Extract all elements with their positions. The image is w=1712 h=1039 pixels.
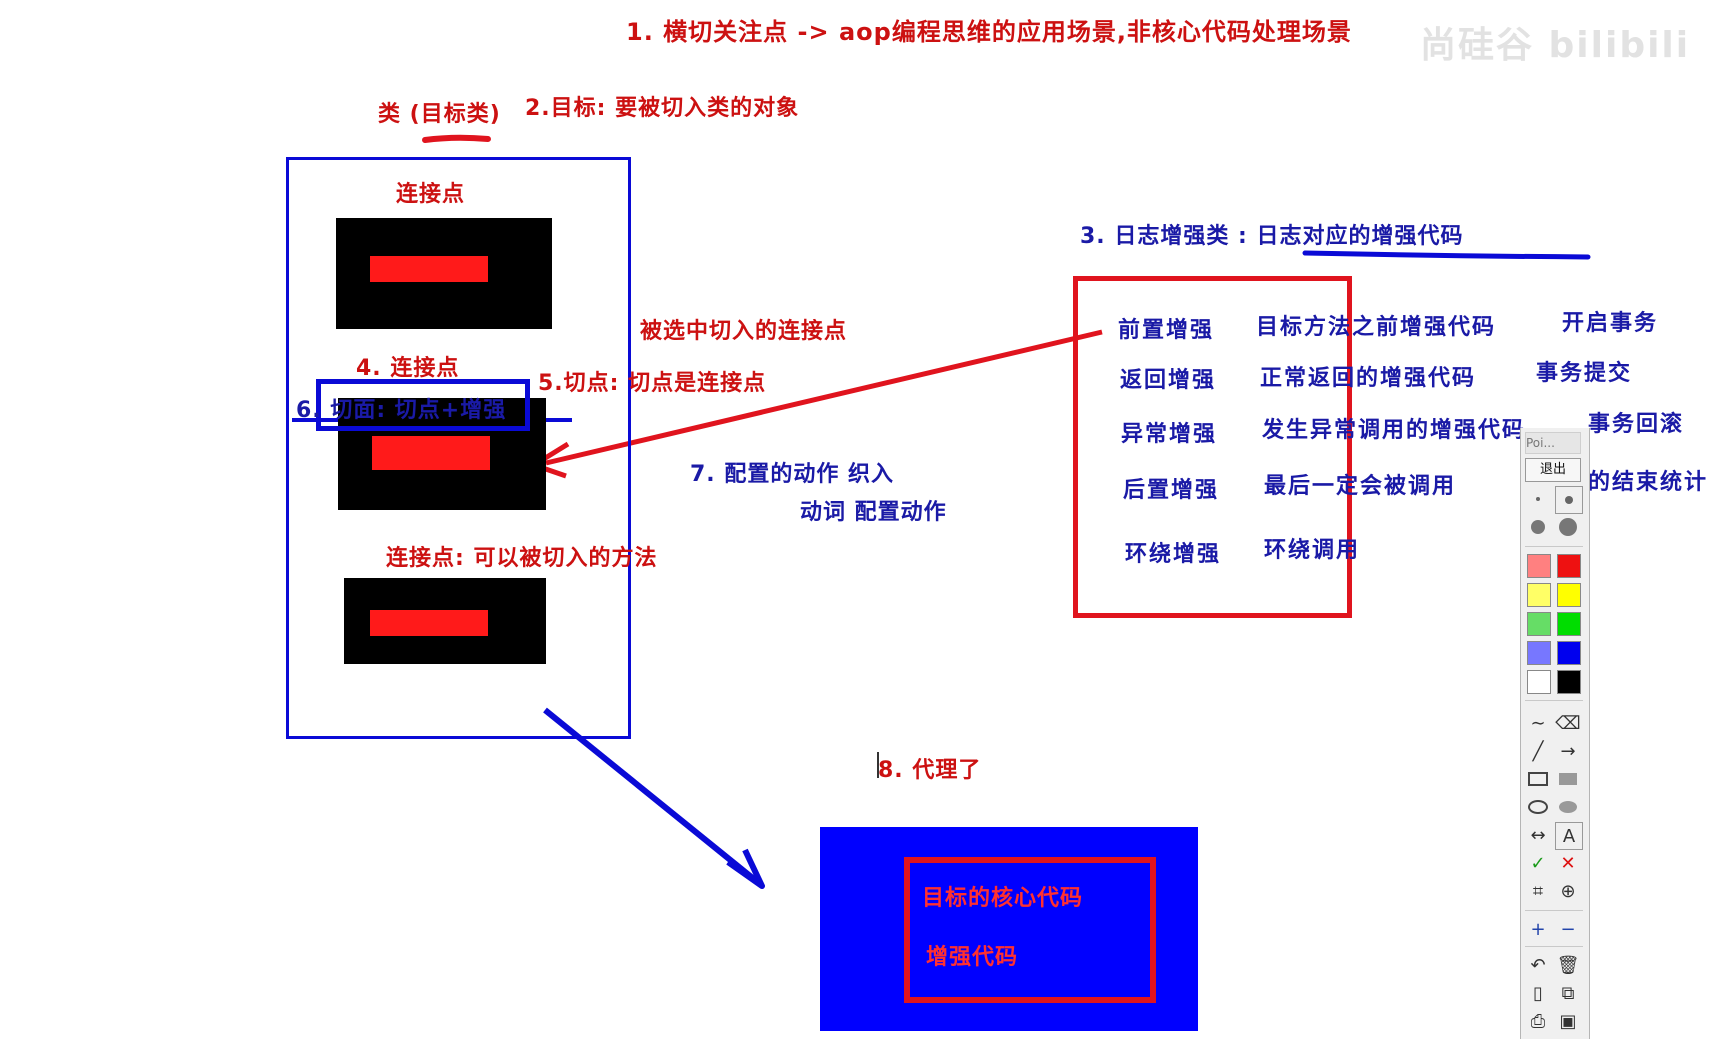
proxy-core-code: 目标的核心代码 [922, 886, 1084, 911]
method-bar [370, 256, 488, 282]
toolbar-separator [1525, 910, 1583, 911]
proxy-inner-box [904, 857, 1156, 1003]
proxy-arrow-line [543, 707, 762, 887]
annotation-toolbar: Poi... 退出 ∼ ⌫ ╱ → ↔ A ✓ ✕ ⌗ ⊕ + − ↶ 🗑 ▯ … [1520, 428, 1590, 1039]
selected-join-point-note: 被选中切入的连接点 [640, 319, 848, 344]
join-point-block-2 [338, 398, 546, 510]
advice-desc-after-throwing: 发生异常调用的增强代码 [1262, 418, 1527, 443]
advice-type-before: 前置增强 [1118, 318, 1215, 343]
target-class-box [286, 157, 631, 739]
aspect-box [316, 379, 530, 431]
join-point-definition: 连接点: 可以被切入的方法 [386, 546, 658, 571]
target-class-label: 类 (目标类) [378, 102, 501, 127]
confirm-check-icon[interactable]: ✓ [1530, 852, 1546, 874]
advice-desc-around: 环绕调用 [1264, 538, 1361, 563]
new-page-icon[interactable]: ▯ [1533, 982, 1543, 1004]
join-point-block-1 [336, 218, 552, 329]
advice-type-around: 环绕增强 [1125, 542, 1222, 567]
proxy-enhance-code: 增强代码 [926, 945, 1019, 970]
page-title: 1. 横切关注点 -> aop编程思维的应用场景,非核心代码处理场景 [626, 18, 1352, 46]
toolbar-separator [1525, 700, 1583, 701]
eraser-tool-icon[interactable]: ⌫ [1555, 712, 1581, 734]
arrow-tool-icon[interactable]: → [1560, 740, 1576, 762]
trash-icon[interactable]: 🗑 [1556, 954, 1580, 976]
medium-dot-brush-icon[interactable] [1555, 486, 1583, 514]
line-tool-icon[interactable]: ╱ [1532, 740, 1544, 762]
target-class-underline [422, 134, 491, 143]
minus-icon[interactable]: − [1560, 918, 1576, 940]
enhancement-class-heading: 3. 日志增强类 : 日志对应的增强代码 [1080, 224, 1464, 249]
double-arrow-tool-icon[interactable]: ↔ [1530, 824, 1546, 846]
weaving-note: 7. 配置的动作 织入 [690, 462, 894, 487]
tx-commit: 事务提交 [1536, 361, 1633, 386]
color-swatch[interactable] [1557, 612, 1581, 636]
join-point-top-label: 连接点 [396, 182, 466, 207]
copy-icon[interactable]: ⧉ [1561, 982, 1575, 1004]
weave-arrow-line [545, 329, 1103, 466]
advice-type-after-returning: 返回增强 [1120, 368, 1217, 393]
color-swatch[interactable] [1527, 583, 1551, 607]
text-tool-icon[interactable]: A [1555, 822, 1583, 850]
goal-note: 2.目标: 要被切入类的对象 [525, 96, 800, 121]
weaving-verb-note: 动词 配置动作 [800, 500, 947, 525]
watermark: 尚硅谷 bilibili [1420, 25, 1691, 66]
tx-finally-stats: 的结束统计 [1588, 470, 1709, 495]
color-swatch[interactable] [1527, 554, 1551, 578]
color-swatch[interactable] [1557, 583, 1581, 607]
ellipse-tool-icon[interactable] [1525, 794, 1551, 820]
zoom-icon[interactable]: ⊕ [1560, 880, 1576, 902]
join-point-block-3 [344, 578, 546, 664]
color-swatch[interactable] [1557, 554, 1581, 578]
cancel-x-icon[interactable]: ✕ [1560, 852, 1576, 874]
color-swatch[interactable] [1527, 641, 1551, 665]
color-swatch[interactable] [1557, 641, 1581, 665]
filled-ellipse-tool-icon[interactable] [1555, 794, 1581, 820]
tx-open: 开启事务 [1562, 311, 1659, 336]
large-dot-brush-icon[interactable] [1525, 514, 1551, 540]
advice-type-after: 后置增强 [1123, 478, 1220, 503]
advice-desc-after-returning: 正常返回的增强代码 [1260, 366, 1477, 391]
tx-rollback: 事务回滚 [1588, 412, 1685, 437]
toolbar-separator [1525, 546, 1583, 547]
color-swatch[interactable] [1527, 612, 1551, 636]
undo-icon[interactable]: ↶ [1530, 954, 1546, 976]
enhancement-heading-underline [1302, 250, 1591, 260]
enhancement-class-box [1073, 276, 1352, 618]
plus-icon[interactable]: + [1530, 918, 1546, 940]
small-dot-brush-icon[interactable] [1525, 486, 1551, 512]
color-swatch[interactable] [1527, 670, 1551, 694]
xlarge-dot-brush-icon[interactable] [1555, 514, 1581, 540]
pen-tool-icon[interactable]: ∼ [1530, 712, 1546, 734]
color-swatch[interactable] [1557, 670, 1581, 694]
advice-desc-after: 最后一定会被调用 [1264, 474, 1457, 499]
proxy-label: 8. 代理了 [878, 758, 982, 783]
save-icon[interactable]: ▣ [1559, 1010, 1577, 1032]
rect-tool-icon[interactable] [1525, 766, 1551, 792]
crop-select-icon[interactable]: ⌗ [1532, 880, 1544, 902]
advice-type-after-throwing: 异常增强 [1121, 422, 1218, 447]
method-bar [372, 436, 490, 470]
method-bar [370, 610, 488, 636]
toolbar-title: Poi... [1525, 432, 1581, 454]
exit-button[interactable]: 退出 [1525, 458, 1581, 482]
filled-rect-tool-icon[interactable] [1555, 766, 1581, 792]
pointcut-note: 5.切点: 切点是连接点 [538, 371, 767, 396]
proxy-arrow-head [726, 848, 765, 889]
aspect-label: 6. 切面: 切点+增强 [296, 398, 507, 423]
join-point-4-label: 4. 连接点 [356, 356, 460, 381]
toolbar-separator [1525, 946, 1583, 947]
advice-desc-before: 目标方法之前增强代码 [1256, 315, 1497, 340]
print-icon[interactable]: ⎙ [1530, 1010, 1546, 1032]
proxy-box: 目标的核心代码 增强代码 [820, 827, 1198, 1031]
